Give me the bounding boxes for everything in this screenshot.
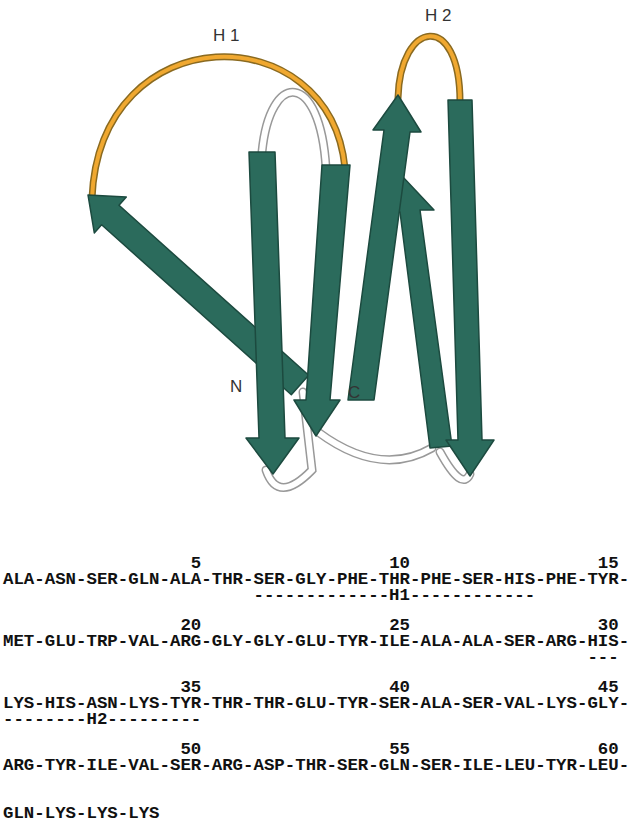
h1-loop — [92, 57, 345, 198]
residue-number: 35 — [180, 680, 201, 696]
residue-number: 30 — [598, 618, 619, 634]
beta-strand — [246, 152, 299, 474]
loop — [318, 432, 432, 460]
residue-number: 45 — [598, 680, 619, 696]
beta-strand — [348, 95, 421, 400]
sequence-line: ALA-ASN-SER-GLN-ALA-THR-SER-GLY-PHE-THR-… — [3, 572, 629, 588]
sequence-line: GLN-LYS-LYS-LYS — [3, 806, 160, 822]
residue-number: 10 — [389, 556, 410, 572]
sequence-line: MET-GLU-TRP-VAL-ARG-GLY-GLY-GLU-TYR-ILE-… — [3, 634, 629, 650]
terminus-label: C — [348, 383, 360, 403]
sequence-line: ARG-TYR-ILE-VAL-SER-ARG-ASP-THR-SER-GLN-… — [3, 758, 629, 774]
region-marker: --------H2--------- — [3, 712, 201, 728]
residue-number: 50 — [180, 742, 201, 758]
residue-number: 20 — [180, 618, 201, 634]
residue-number: 40 — [389, 680, 410, 696]
h1-loop-outline — [92, 57, 345, 198]
region-marker: -------------H1------------ — [253, 588, 535, 604]
residue-number: 5 — [191, 556, 201, 572]
beta-strand — [446, 100, 494, 476]
region-marker: --- — [587, 650, 618, 666]
beta-strand — [294, 165, 350, 436]
residue-number: 25 — [389, 618, 410, 634]
sequence-line: LYS-HIS-ASN-LYS-TYR-THR-THR-GLU-TYR-SER-… — [3, 696, 629, 712]
residue-number: 60 — [598, 742, 619, 758]
terminus-label: N — [230, 377, 242, 397]
h2-loop — [398, 36, 460, 102]
loop-label: H 1 — [213, 26, 239, 46]
residue-number: 15 — [598, 556, 619, 572]
ribbon-diagram — [0, 0, 638, 520]
loop-label: H 2 — [425, 6, 451, 26]
h2-loop-outline — [398, 36, 460, 102]
residue-number: 55 — [389, 742, 410, 758]
loop-outline — [318, 432, 432, 460]
